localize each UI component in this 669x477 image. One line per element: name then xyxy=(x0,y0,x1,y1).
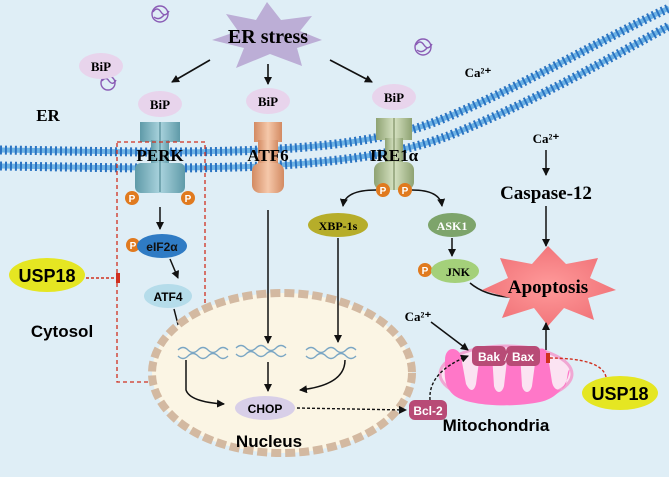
phospho-label: P xyxy=(402,186,409,197)
bip-badge xyxy=(138,91,182,117)
phospho-icon xyxy=(376,183,390,197)
nucleus-label: Nucleus xyxy=(236,432,302,451)
bip-label: BiP xyxy=(384,90,404,105)
arrow xyxy=(329,59,373,83)
arrow xyxy=(299,359,346,394)
usp18-label: USP18 xyxy=(591,384,648,404)
jnk-label: JNK xyxy=(446,265,471,279)
er-stress-label: ER stress xyxy=(228,26,308,48)
phospho-label: P xyxy=(380,186,387,197)
phospho-label: P xyxy=(129,194,136,205)
arrow xyxy=(171,59,211,83)
ask1-label: ASK1 xyxy=(437,219,468,233)
xbp1s-label: XBP-1s xyxy=(319,219,358,233)
usp18-node xyxy=(582,376,658,410)
ask1-node xyxy=(428,213,476,237)
bax-label: Bax xyxy=(512,350,534,364)
caspase12-label: Caspase-12 xyxy=(500,183,592,204)
ire1a-receptor xyxy=(374,118,414,190)
bip-badge xyxy=(79,53,123,79)
arrow xyxy=(430,321,469,351)
phospho-icon xyxy=(398,183,412,197)
er-membrane xyxy=(0,3,669,173)
arrow xyxy=(169,258,179,279)
dna-icon xyxy=(177,344,357,360)
phospho-label: P xyxy=(185,194,192,205)
bak-label: Bak xyxy=(478,350,500,364)
ca-label: Ca²⁺ xyxy=(465,65,492,80)
perk-label: PERK xyxy=(136,146,184,165)
bip-label: BiP xyxy=(258,94,278,109)
mitochondria-label: Mitochondria xyxy=(443,416,550,435)
usp18-label: USP18 xyxy=(18,266,75,286)
bip-label: BiP xyxy=(150,97,170,112)
bcl2-box xyxy=(409,400,447,420)
eif2a-node xyxy=(137,234,187,258)
eif2a-label: eIF2α xyxy=(146,240,178,254)
atf4-node xyxy=(144,284,192,308)
ire1a-label: IRE1α xyxy=(370,146,419,165)
inhibition-line xyxy=(545,352,607,378)
dashed-arrow xyxy=(429,354,469,401)
phospho-icon xyxy=(126,238,140,252)
phospho-label: P xyxy=(422,266,429,277)
arrow xyxy=(185,360,225,408)
phospho-icon xyxy=(418,263,432,277)
jnk-node xyxy=(431,259,479,283)
atf6-label: ATF6 xyxy=(247,146,288,165)
bcl2-label: Bcl-2 xyxy=(413,404,443,418)
er-label: ER xyxy=(36,106,60,125)
xbp1s-node xyxy=(308,213,368,237)
phospho-label: P xyxy=(130,241,137,252)
perk-receptor xyxy=(135,122,185,193)
bak-box xyxy=(472,346,506,366)
unfolded-protein-icon xyxy=(414,38,433,56)
bip-badge xyxy=(246,88,290,114)
cytosol-label: Cytosol xyxy=(31,322,93,341)
nucleus xyxy=(148,289,416,457)
bip-badge xyxy=(372,84,416,110)
apoptosis-label: Apoptosis xyxy=(508,277,588,298)
bax-box xyxy=(506,346,540,366)
bip-label: BiP xyxy=(91,59,111,74)
arrow xyxy=(411,189,446,207)
phospho-icon xyxy=(181,191,195,205)
apoptosis-star xyxy=(482,246,616,326)
dashed-arrow xyxy=(296,405,407,414)
usp18-node xyxy=(9,258,85,292)
chop-label: CHOP xyxy=(248,402,283,416)
arrow xyxy=(339,189,377,207)
ca-label: Ca²⁺ xyxy=(405,309,432,324)
atf4-label: ATF4 xyxy=(153,290,182,304)
slash: / xyxy=(503,350,508,364)
atf6-receptor xyxy=(252,122,284,193)
chop-node xyxy=(235,396,295,420)
ca-label: Ca²⁺ xyxy=(533,131,560,146)
er-stress-star xyxy=(212,2,322,68)
unfolded-protein-icon xyxy=(151,5,170,23)
phospho-icon xyxy=(125,191,139,205)
